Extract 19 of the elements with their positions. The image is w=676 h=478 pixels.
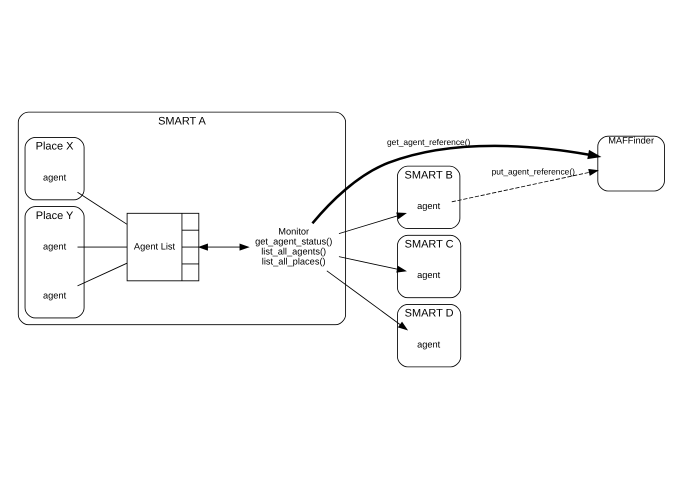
arrow (198, 243, 250, 250)
arrow (326, 270, 408, 330)
arrow (311, 144, 602, 224)
node-text: agent (42, 240, 66, 251)
node-text: agent (42, 290, 66, 300)
node-text: agent (42, 172, 66, 182)
connector (77, 246, 128, 248)
node-text: agent (417, 270, 440, 280)
node-box: MAFFinder (597, 135, 665, 191)
connector (77, 262, 128, 286)
node-text: agent (417, 200, 440, 210)
connector (77, 191, 128, 224)
arrow (451, 168, 599, 202)
edge-label: put_agent_reference() (492, 166, 575, 176)
edge-label: get_agent_reference() (387, 136, 470, 147)
node-text: Monitor get_agent_status() list_all_agents() list_all_places() (255, 226, 332, 266)
node-text: agent (417, 338, 440, 349)
arrow (338, 212, 407, 234)
arrow (338, 256, 407, 272)
